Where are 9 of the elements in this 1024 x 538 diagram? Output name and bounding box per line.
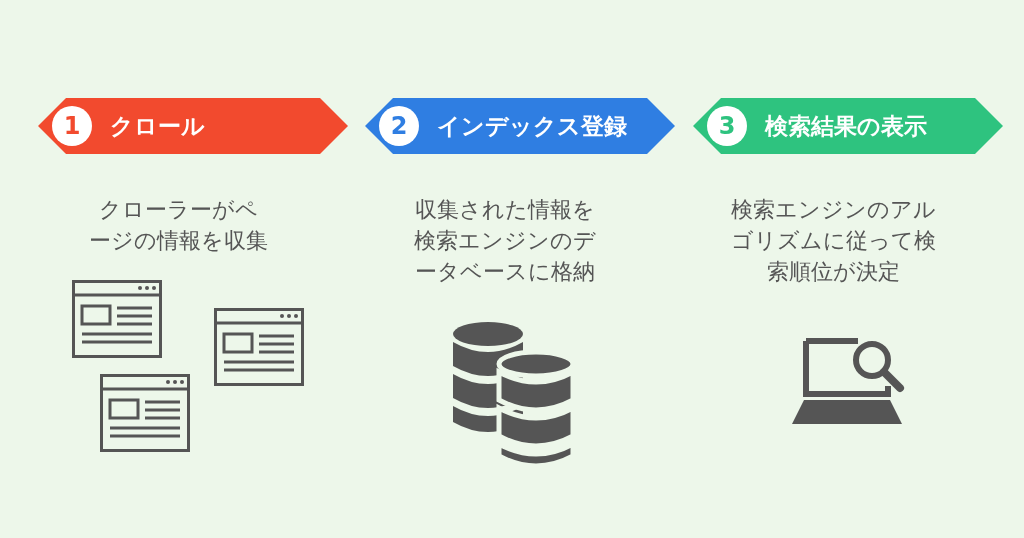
step-number: 1 [52, 106, 92, 146]
step-title: 検索結果の表示 [765, 112, 927, 141]
step-title: クロール [110, 112, 205, 141]
step-number: 3 [707, 106, 747, 146]
step-description: クローラーがページの情報を収集 [87, 196, 269, 255]
step-description: 検索エンジンのアルゴリズムに従って検索順位が決定 [729, 196, 937, 286]
step-title: インデックス登録 [437, 112, 627, 141]
step-number: 2 [379, 106, 419, 146]
step-description: 収集された情報を検索エンジンのデータベースに格納 [413, 196, 597, 286]
